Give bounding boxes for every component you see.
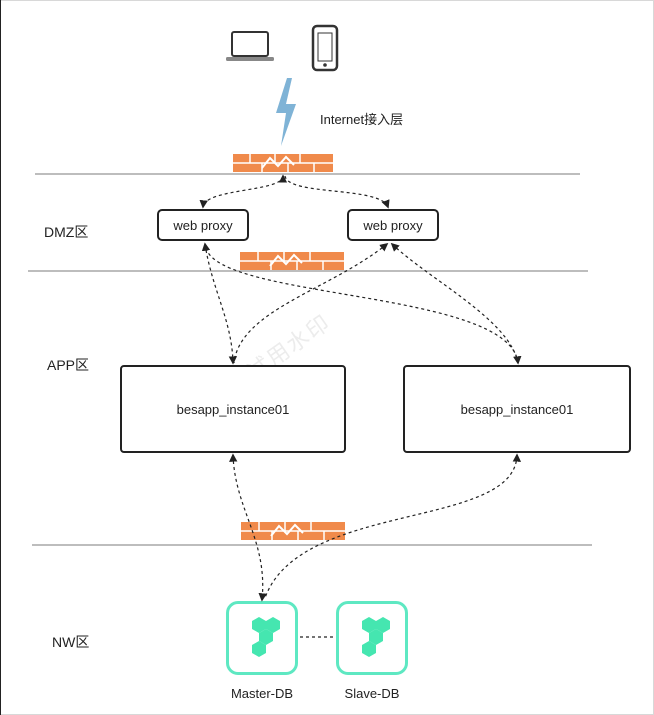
database-icon <box>252 617 280 657</box>
firewall-icon <box>241 522 345 540</box>
app-instance-right[interactable]: besapp_instance01 <box>403 365 631 453</box>
connector-internet-proxy-left <box>199 174 288 209</box>
firewall-icon <box>240 252 344 270</box>
connector-internet-proxy-right <box>284 175 390 209</box>
laptop-icon <box>226 31 274 61</box>
app-instance-right-label: besapp_instance01 <box>460 401 574 417</box>
zone-label-nw: NW区 <box>52 634 90 650</box>
web-proxy-left-label: web proxy <box>173 217 233 233</box>
phone-icon <box>311 24 339 72</box>
slave-db[interactable] <box>336 601 408 675</box>
connector-proxyR-appL <box>233 242 389 364</box>
connector-appR-db <box>264 453 521 599</box>
separator-dmz-app <box>28 270 588 272</box>
separator-app-nw <box>32 544 592 546</box>
connector-proxyL-appL <box>201 242 238 365</box>
app-instance-left[interactable]: besapp_instance01 <box>120 365 346 453</box>
slave-db-label: Slave-DB <box>344 686 400 701</box>
firewall-icon <box>233 154 333 172</box>
separator-internet-dmz <box>35 173 580 175</box>
zone-label-dmz: DMZ区 <box>44 224 89 240</box>
left-border <box>0 0 1 715</box>
connector-proxyL-appR <box>205 247 522 365</box>
database-icon <box>362 617 390 657</box>
web-proxy-right-label: web proxy <box>363 217 423 233</box>
web-proxy-left[interactable]: web proxy <box>157 209 249 241</box>
internet-layer-label: Internet接入层 <box>320 112 404 127</box>
zone-label-app: APP区 <box>47 357 90 373</box>
connector-proxyR-appR <box>390 242 519 364</box>
connector-appL-db <box>229 453 267 602</box>
web-proxy-right[interactable]: web proxy <box>347 209 439 241</box>
lightning-icon <box>276 78 296 146</box>
app-instance-left-label: besapp_instance01 <box>176 401 290 417</box>
master-db-label: Master-DB <box>230 686 294 701</box>
master-db[interactable] <box>226 601 298 675</box>
